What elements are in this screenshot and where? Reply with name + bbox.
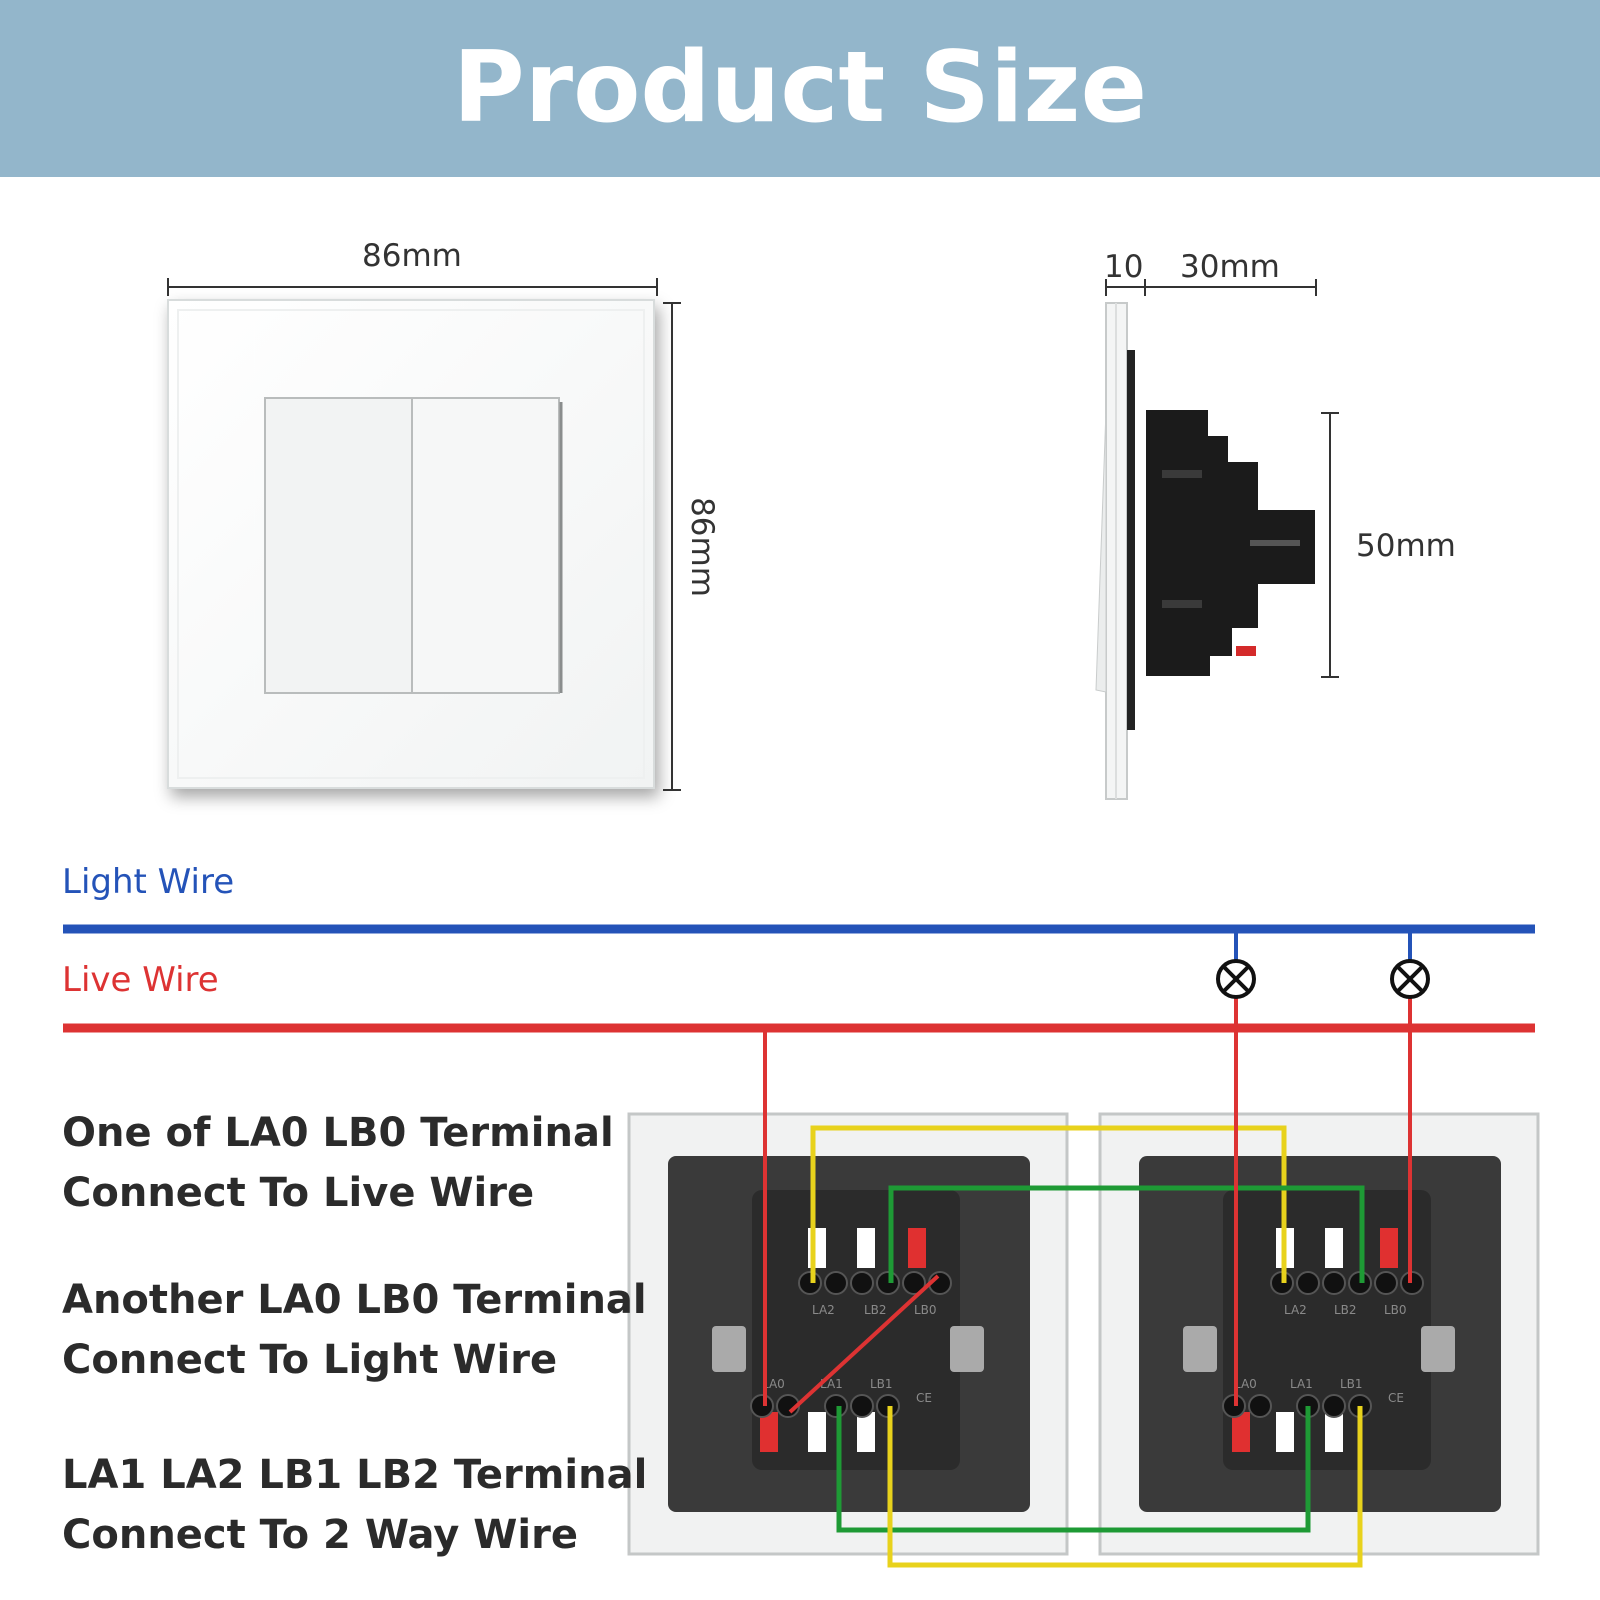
terminal-la0-right: LA0 [1234,1377,1257,1391]
side-height-label: 50mm [1356,528,1456,564]
side-back-depth-label: 30mm [1180,249,1280,285]
yellow-wire-bottom [887,1406,1363,1568]
terminal-lb0-right: LB0 [1384,1303,1407,1317]
side-rocker [1095,409,1107,693]
terminal-lb0-left: LB0 [914,1303,937,1317]
front-height-dimension [663,302,681,791]
green-wire-top [888,1185,1365,1283]
page-title: Product Size [452,31,1148,145]
terminal-lb2-right: LB2 [1334,1303,1357,1317]
front-width-label: 86mm [362,238,462,274]
instruction-1: One of LA0 LB0 Terminal Connect To Live … [62,1103,614,1223]
terminal-la0-left: LA0 [762,1377,785,1391]
front-width-dimension [167,278,658,296]
rocker-left [264,397,413,694]
terminal-lb1-right: LB1 [1340,1377,1363,1391]
side-height-dimension [1321,412,1339,678]
terminal-la2-right: LA2 [1284,1303,1307,1317]
front-height-label: 86mm [683,497,720,597]
rocker-right [411,397,560,694]
instruction-2-line-b: Connect To Light Wire [62,1337,558,1383]
instruction-2-line-a: Another LA0 LB0 Terminal [62,1277,647,1323]
terminal-ce-right: CE [1388,1391,1404,1405]
terminal-lb1-left: LB1 [870,1377,893,1391]
instruction-1-line-b: Connect To Live Wire [62,1170,535,1216]
lamp-symbol-1 [1216,959,1256,999]
side-depth-dimension [1105,279,1317,296]
terminal-la2-left: LA2 [812,1303,835,1317]
side-view [1095,302,1315,800]
switch-module-left [627,1112,1069,1556]
bridge-wire-left [788,1274,940,1414]
instruction-3-line-a: LA1 LA2 LB1 LB2 Terminal [62,1452,648,1498]
instruction-3: LA1 LA2 LB1 LB2 Terminal Connect To 2 Wa… [62,1445,647,1565]
light-wire-label: Light Wire [62,862,235,902]
green-wire-bottom [836,1406,1311,1533]
terminal-lb2-left: LB2 [864,1303,887,1317]
instruction-3-line-b: Connect To 2 Way Wire [62,1512,578,1558]
lamp-symbol-2 [1390,959,1430,999]
side-front-depth-label: 10 [1104,249,1144,285]
live-wire-label: Live Wire [62,960,219,1000]
front-view [167,299,655,789]
header-banner [0,0,1600,177]
switch-module-right [1098,1112,1540,1556]
front-plate-bevel [177,309,645,779]
instruction-2: Another LA0 LB0 Terminal Connect To Ligh… [62,1270,647,1390]
terminal-la1-right: LA1 [1290,1377,1313,1391]
terminal-ce-left: CE [916,1391,932,1405]
yellow-wire-top [810,1125,1287,1283]
instruction-1-line-a: One of LA0 LB0 Terminal [62,1110,614,1156]
